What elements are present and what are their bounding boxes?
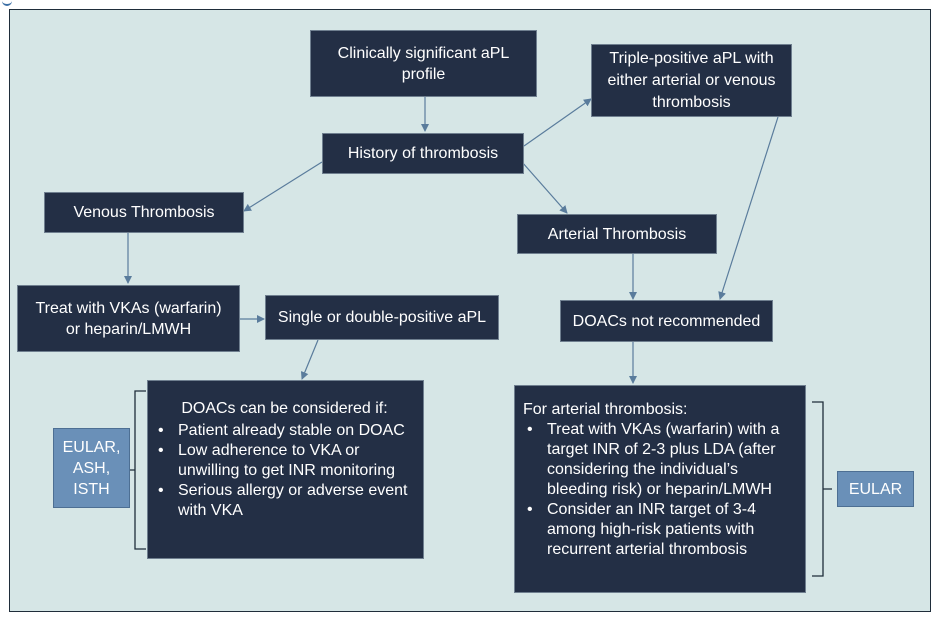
- arterial-treatment-item: Treat with VKAs (warfarin) with a target…: [523, 420, 797, 500]
- arrow-single-to-doac: [300, 339, 319, 380]
- right-brace: [812, 401, 832, 577]
- node-triple-positive-label: Triple-positive aPL with either arterial…: [607, 49, 776, 111]
- node-apl-profile-label: Clinically significant aPL profile: [337, 44, 510, 83]
- arterial-treatment-heading: For arterial thrombosis:: [523, 401, 688, 418]
- node-arterial: Arterial Thrombosis: [517, 214, 717, 254]
- arrow-history-to-arterial: [521, 161, 568, 214]
- arterial-treatment-list: Treat with VKAs (warfarin) with a target…: [523, 420, 797, 560]
- guideline-tag-left: EULAR, ASH, ISTH: [53, 428, 130, 508]
- arrow-history-to-triple: [523, 98, 592, 147]
- node-treat-vka: Treat with VKAs (warfarin) or heparin/LM…: [17, 285, 240, 352]
- node-apl-profile: Clinically significant aPL profile: [310, 30, 537, 97]
- node-venous-label: Venous Thrombosis: [73, 204, 215, 221]
- guideline-tag-left-label: EULAR, ASH, ISTH: [62, 438, 121, 498]
- node-treat-vka-label: Treat with VKAs (warfarin) or heparin/LM…: [35, 299, 222, 338]
- left-brace: [129, 390, 146, 550]
- doac-consider-box: DOACs can be considered if: Patient alre…: [147, 380, 424, 559]
- node-doacs-not-recommended-label: DOACs not recommended: [572, 312, 761, 330]
- node-history: History of thrombosis: [322, 133, 524, 174]
- doac-consider-item: Low adherence to VKA or unwilling to get…: [154, 441, 415, 481]
- doac-consider-list: Patient already stable on DOAC Low adher…: [154, 421, 415, 521]
- node-triple-positive: Triple-positive aPL with either arterial…: [591, 44, 792, 117]
- guideline-tag-right-label: EULAR: [848, 480, 903, 498]
- arrow-triple-to-doacsnot: [718, 116, 779, 300]
- node-arterial-label: Arterial Thrombosis: [547, 225, 687, 243]
- node-history-label: History of thrombosis: [347, 145, 499, 162]
- node-venous: Venous Thrombosis: [44, 192, 244, 233]
- arterial-treatment-item: Consider an INR target of 3-4 among high…: [523, 500, 797, 560]
- arterial-treatment-box: For arterial thrombosis: Treat with VKAs…: [514, 385, 806, 593]
- doac-consider-heading: DOACs can be considered if:: [181, 400, 388, 417]
- node-doacs-not-recommended: DOACs not recommended: [560, 300, 773, 342]
- node-single-double: Single or double-positive aPL: [265, 295, 499, 340]
- guideline-tag-right: EULAR: [837, 471, 914, 507]
- doac-consider-item: Serious allergy or adverse event with VK…: [154, 481, 415, 521]
- node-single-double-label: Single or double-positive aPL: [277, 309, 487, 326]
- arrow-history-to-venous: [243, 161, 323, 212]
- corner-mark: [2, 0, 12, 6]
- doac-consider-item: Patient already stable on DOAC: [154, 421, 415, 441]
